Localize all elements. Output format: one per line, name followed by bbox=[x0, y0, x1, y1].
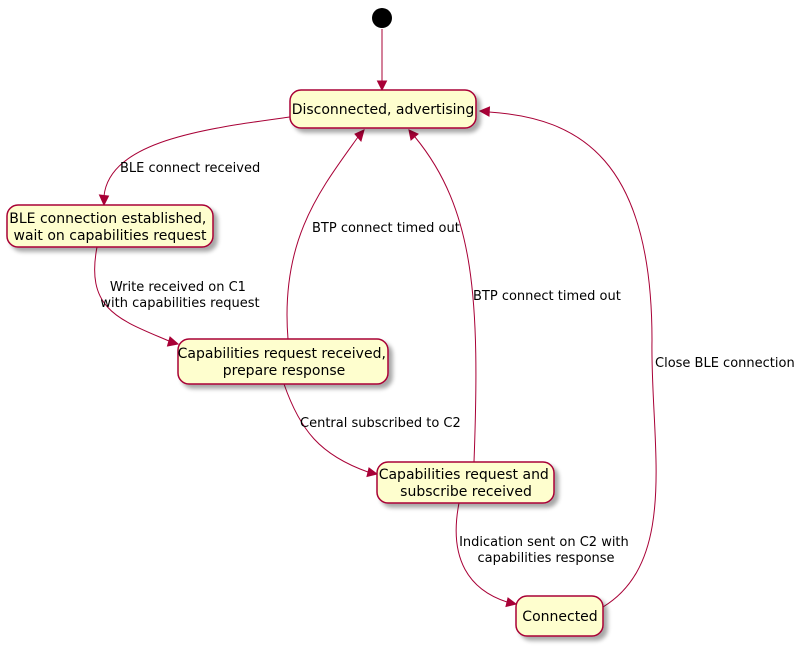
edge-ble-established-to-cap-request bbox=[94, 246, 170, 342]
states: Disconnected, advertising BLE connection… bbox=[6, 89, 604, 637]
arrowhead-cap-request bbox=[166, 336, 180, 347]
edge-connected-to-disconnected bbox=[488, 111, 657, 608]
state-ble-connection-established[interactable]: BLE connection established, wait on capa… bbox=[6, 204, 214, 248]
arrowhead-disconnected-btp1 bbox=[354, 129, 365, 143]
state-label-line: Disconnected, advertising bbox=[292, 102, 475, 118]
arrowhead-disconnected-btp2 bbox=[408, 129, 419, 141]
state-label-line: wait on capabilities request bbox=[14, 228, 208, 244]
label-btp-connect-timed-out-2: BTP connect timed out bbox=[473, 289, 621, 304]
edge-cap-request-to-disconnected bbox=[286, 136, 359, 340]
edges bbox=[94, 29, 657, 608]
state-label-line: Capabilities request received, bbox=[178, 346, 386, 362]
label-close-ble-connection: Close BLE connection bbox=[655, 356, 795, 371]
state-label-line: subscribe received bbox=[400, 484, 532, 500]
initial-state-dot bbox=[372, 8, 392, 28]
label-btp-connect-timed-out-1: BTP connect timed out bbox=[312, 221, 460, 236]
svg-text:BLE connection established,: BLE connection established, wait on capa… bbox=[9, 211, 211, 244]
edge-cap-subscribe-to-connected bbox=[455, 502, 508, 603]
svg-text:Capabilities request and: Capabilities request and subscribe recei… bbox=[379, 467, 554, 500]
state-label-line: prepare response bbox=[223, 363, 346, 379]
arrowhead-cap-subscribe bbox=[366, 467, 379, 478]
edge-cap-request-to-cap-subscribe bbox=[283, 383, 369, 473]
label-write-received-c1: Write received on C1 with capabilities r… bbox=[100, 280, 259, 311]
arrowhead-ble-established bbox=[98, 194, 110, 207]
state-capabilities-request-received[interactable]: Capabilities request received, prepare r… bbox=[177, 338, 391, 385]
label-central-subscribed-c2: Central subscribed to C2 bbox=[300, 416, 461, 431]
state-label-line: BLE connection established, bbox=[9, 211, 206, 227]
svg-text:Connected: Connected bbox=[522, 609, 597, 625]
state-connected[interactable]: Connected bbox=[515, 595, 604, 637]
state-label-line: Capabilities request and bbox=[379, 467, 549, 483]
state-capabilities-request-and-subscribe[interactable]: Capabilities request and subscribe recei… bbox=[376, 461, 555, 504]
svg-text:Capabilities request received,: Capabilities request received, prepare r… bbox=[178, 346, 391, 379]
svg-text:Disconnected, advertising: Disconnected, advertising bbox=[292, 102, 475, 118]
edge-disconnected-to-ble-established bbox=[103, 116, 291, 197]
arrowhead-connected bbox=[505, 597, 518, 608]
transition-labels: BLE connect received Write received on C… bbox=[100, 161, 794, 566]
edge-cap-subscribe-to-disconnected bbox=[414, 136, 477, 463]
state-label-line: Connected bbox=[522, 609, 597, 625]
arrowhead-disconnected-close bbox=[478, 106, 491, 117]
label-ble-connect-received: BLE connect received bbox=[120, 161, 260, 176]
label-indication-sent-c2: Indication sent on C2 with capabilities … bbox=[459, 535, 633, 566]
arrowhead-disconnected-top bbox=[376, 80, 388, 92]
state-disconnected-advertising[interactable]: Disconnected, advertising bbox=[289, 89, 477, 129]
